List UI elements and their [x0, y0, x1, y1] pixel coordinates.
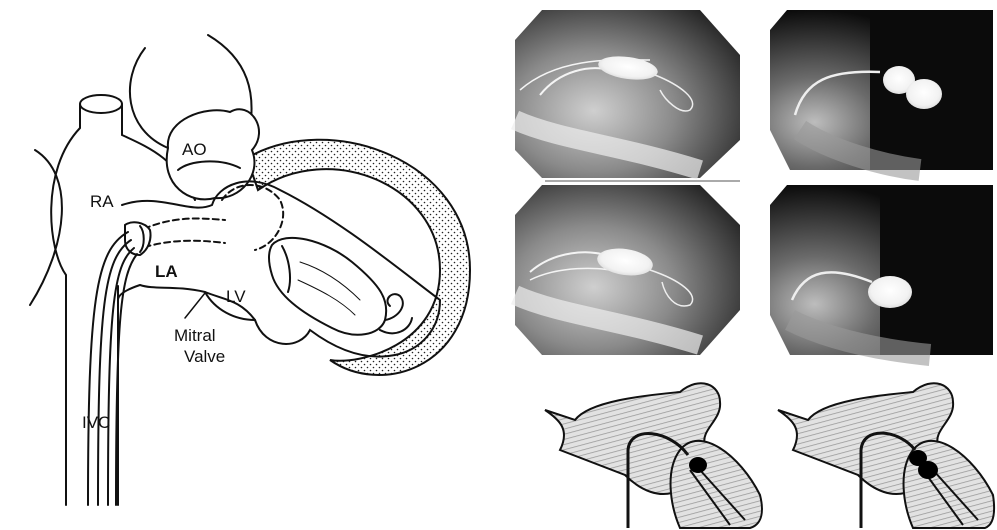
- xray-panel-middle-right: [770, 185, 993, 355]
- xray-panel-top-right: [770, 10, 993, 170]
- schematic-lv-left: [671, 441, 762, 528]
- balloon-xray-4: [868, 276, 912, 308]
- inoue-balloon: [269, 238, 386, 335]
- xray-panel-middle-left: [515, 185, 740, 355]
- heart-diagram: [30, 35, 470, 505]
- label-lv: LV: [226, 287, 246, 306]
- label-la: LA: [155, 262, 178, 281]
- label-valve: Valve: [184, 347, 225, 366]
- balloon-tip-loop: [385, 294, 403, 320]
- mitral-pointer: [185, 293, 205, 318]
- schematic-right: [778, 383, 994, 528]
- outer-contour-top: [130, 48, 168, 148]
- label-ivc: IVC: [82, 413, 110, 432]
- svc-opening: [80, 95, 122, 113]
- label-mitral: Mitral: [174, 326, 216, 345]
- xray-panel-top-left: [515, 10, 740, 178]
- label-ao: AO: [182, 140, 207, 159]
- aorta: [167, 109, 259, 199]
- schematic-balloon-left: [689, 457, 707, 473]
- schematic-balloon-right-b: [918, 461, 938, 479]
- septal-sheath: [125, 222, 151, 255]
- outer-contour-left: [30, 150, 62, 305]
- schematic-left: [545, 383, 762, 528]
- label-ra: RA: [90, 192, 114, 211]
- catheter-3: [108, 248, 134, 505]
